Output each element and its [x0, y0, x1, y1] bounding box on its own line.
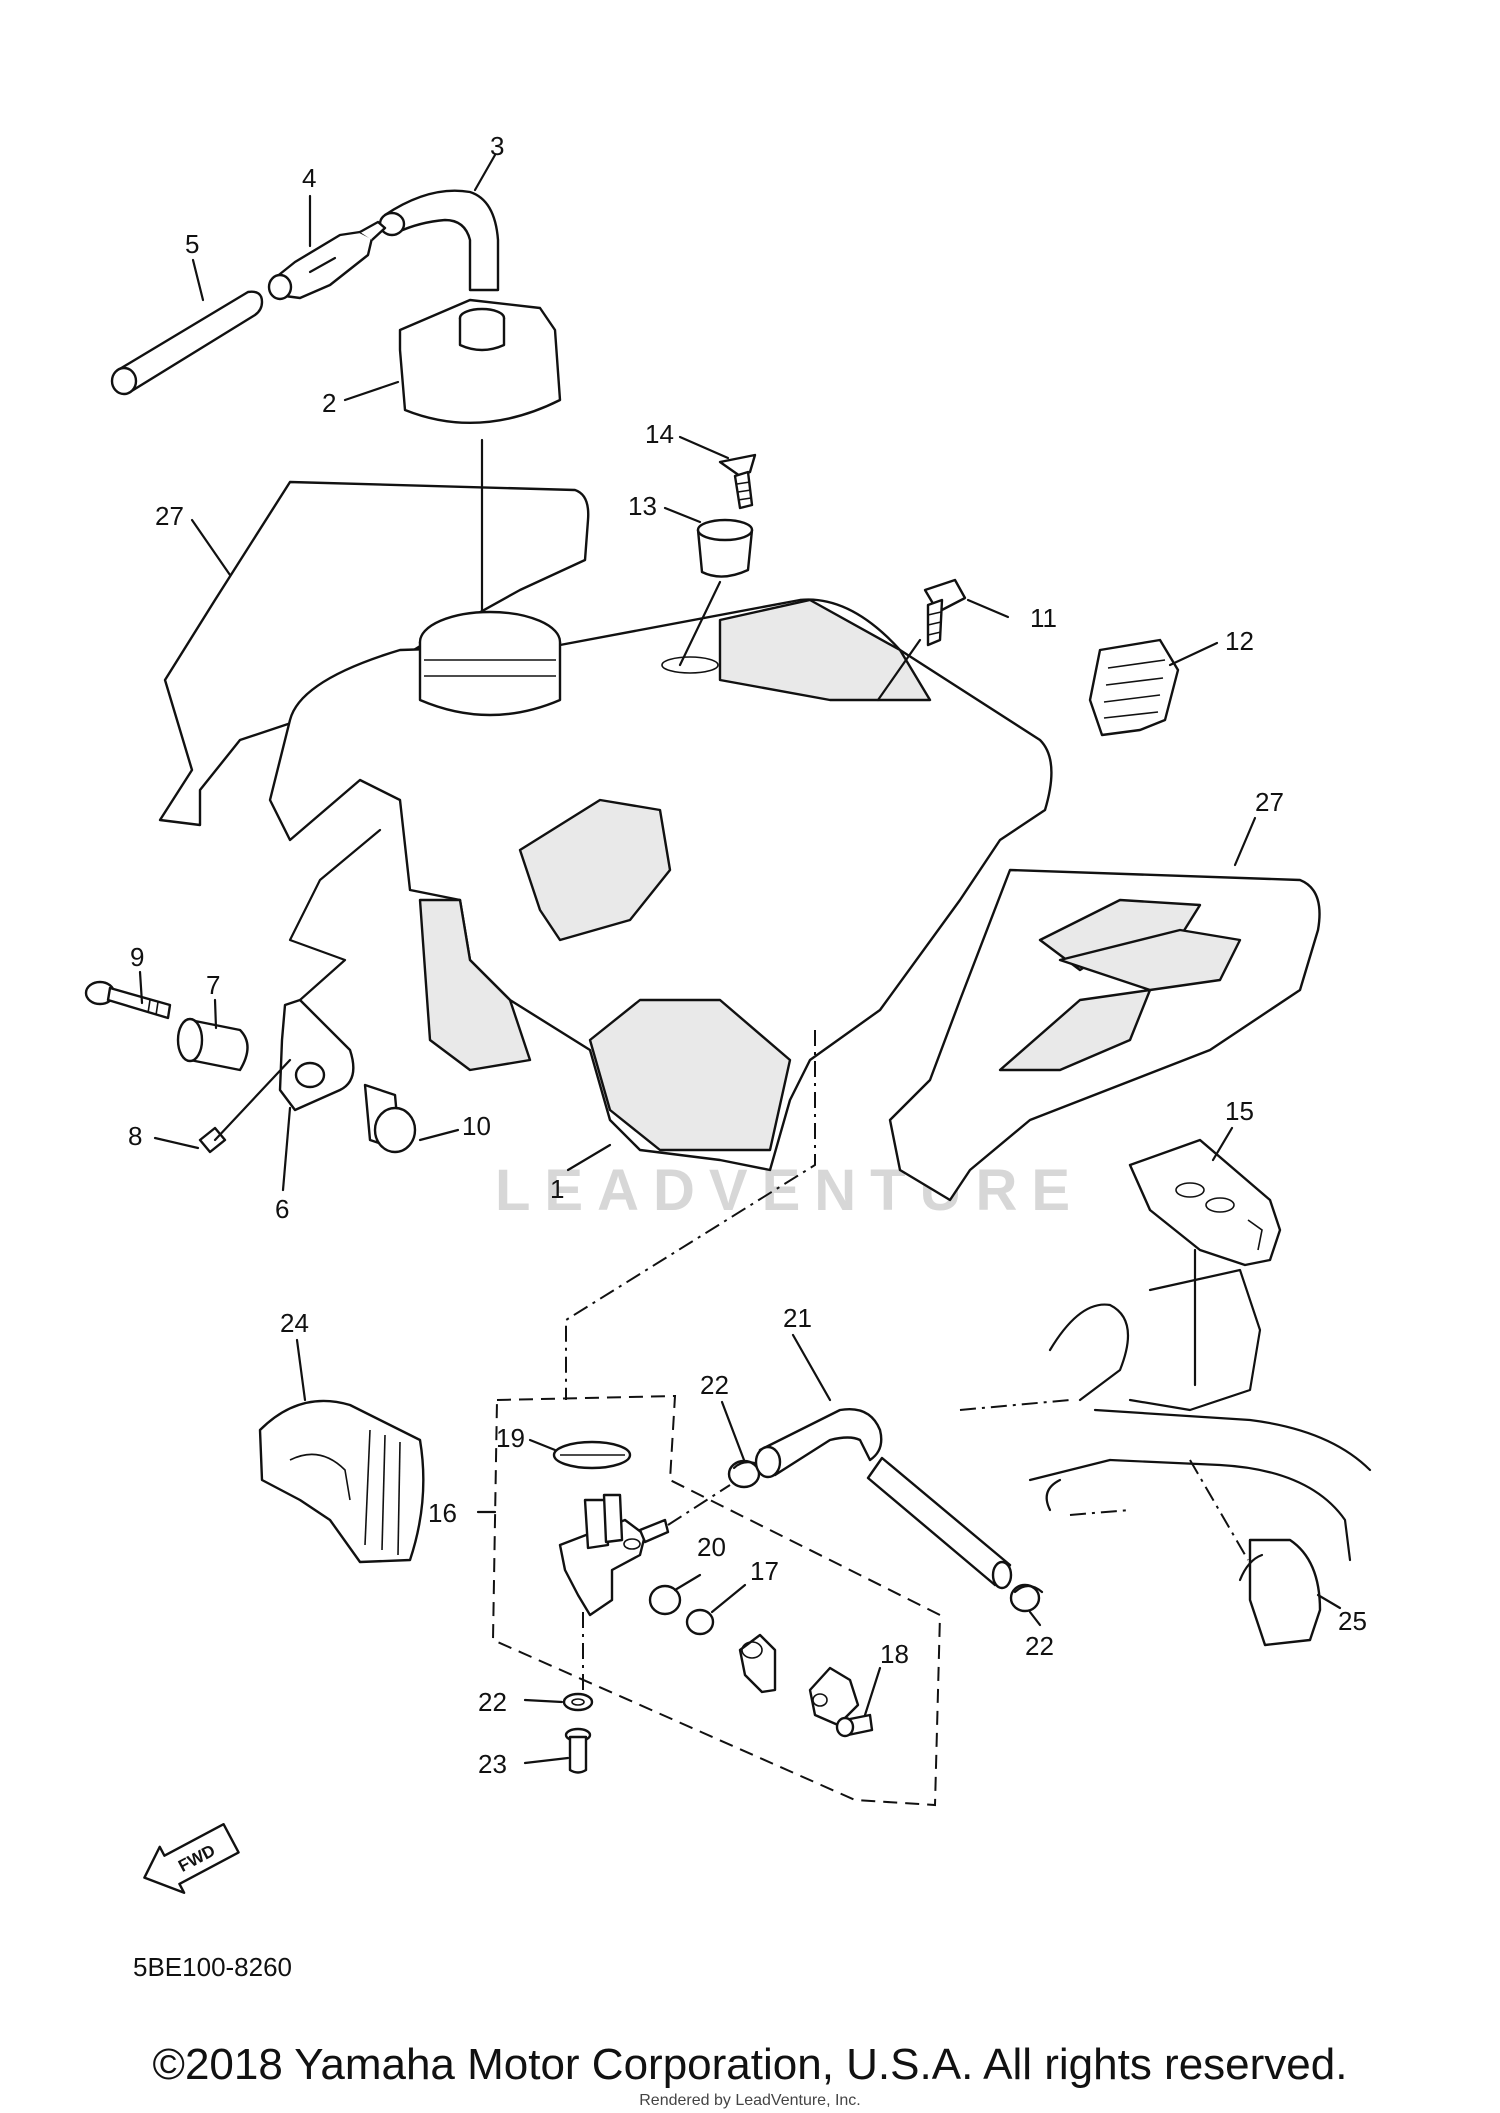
watermark: LEADVENTURE: [495, 1158, 1084, 1223]
part-13-collar[interactable]: [678, 518, 754, 667]
callout-27-right: 27: [1255, 787, 1284, 817]
part-21-fuel-hose[interactable]: [754, 1408, 1013, 1590]
fwd-arrow-icon: FWD: [143, 1823, 240, 1894]
part-26-band[interactable]: [1189, 1459, 1322, 1647]
callout-labels: 3 4 5 2 14 13 11 12 27 27 9 7 8 6 10 1 1…: [128, 131, 1367, 1779]
fuel-cock-plate[interactable]: [808, 1666, 860, 1727]
callout-1: 1: [550, 1174, 564, 1204]
leader-lines: [138, 153, 1342, 1765]
callout-25: 24: [280, 1308, 309, 1338]
callout-16: 16: [428, 1498, 457, 1528]
part-4-check-valve[interactable]: [267, 220, 387, 301]
callout-27-left: 27: [155, 501, 184, 531]
callout-2: 2: [322, 388, 336, 418]
part-23-washer[interactable]: [562, 1692, 594, 1712]
part-20-o-ring[interactable]: [648, 1584, 682, 1616]
callout-4: 4: [302, 163, 316, 193]
part-24-screw[interactable]: [564, 1727, 592, 1774]
part-14-screw[interactable]: [718, 453, 757, 510]
diagram-code: 5BE100-8260: [133, 1952, 293, 1982]
callout-19: 19: [496, 1423, 525, 1453]
callout-22-upper: 22: [700, 1370, 729, 1400]
frame-section: [959, 1268, 1372, 1562]
part-22-clip-lower[interactable]: [1009, 1583, 1044, 1613]
part-18-screw[interactable]: [835, 1713, 874, 1738]
callout-22-lower: 22: [1025, 1631, 1054, 1661]
callout-3: 3: [490, 131, 504, 161]
part-12-damper[interactable]: [1088, 638, 1180, 737]
part-2-fuel-cap[interactable]: [398, 298, 562, 614]
callout-8: 8: [128, 1121, 142, 1151]
part-8-bolt[interactable]: [198, 1058, 292, 1154]
part-6-bracket[interactable]: [278, 998, 355, 1112]
callout-14: 14: [645, 419, 674, 449]
part-22-clip-upper[interactable]: [727, 1459, 762, 1489]
part-10-collar[interactable]: [363, 1083, 417, 1154]
callout-20: 20: [697, 1532, 726, 1562]
callout-11: 11: [1030, 603, 1057, 633]
part-11-bolt[interactable]: [876, 578, 967, 702]
callout-9: 9: [130, 942, 144, 972]
callout-15: 15: [1225, 1096, 1254, 1126]
callout-18: 18: [880, 1639, 909, 1669]
part-9-bolt[interactable]: [84, 980, 172, 1020]
copyright-notice: ©2018 Yamaha Motor Corporation, U.S.A. A…: [152, 2040, 1348, 2089]
callout-5: 5: [185, 229, 199, 259]
rendered-by-notice: Rendered by LeadVenture, Inc.: [639, 2092, 861, 2109]
callout-7: 7: [206, 970, 220, 1000]
part-7-collar[interactable]: [176, 1017, 249, 1072]
callout-13: 13: [628, 491, 657, 521]
callout-12: 12: [1225, 626, 1254, 656]
part-25-protector[interactable]: [258, 1399, 425, 1564]
callout-21: 21: [783, 1303, 812, 1333]
callout-23: 22: [478, 1687, 507, 1717]
callout-17: 17: [750, 1556, 779, 1586]
callout-10: 10: [462, 1111, 491, 1141]
callout-24: 23: [478, 1749, 507, 1779]
part-15-bracket[interactable]: [1128, 1138, 1282, 1387]
callout-6: 6: [275, 1194, 289, 1224]
part-3-breather-hose[interactable]: [378, 189, 500, 292]
part-27-right-shroud[interactable]: [888, 868, 1321, 1202]
fuel-cock-lever[interactable]: [738, 1633, 777, 1694]
part-19-strainer[interactable]: [552, 1440, 632, 1470]
part-17-o-ring[interactable]: [685, 1608, 715, 1636]
part-1-fuel-tank[interactable]: [268, 598, 1053, 1172]
part-5-hose[interactable]: [110, 290, 264, 396]
fuel-cock-body[interactable]: [558, 1484, 731, 1700]
callout-26: 25: [1338, 1606, 1367, 1636]
